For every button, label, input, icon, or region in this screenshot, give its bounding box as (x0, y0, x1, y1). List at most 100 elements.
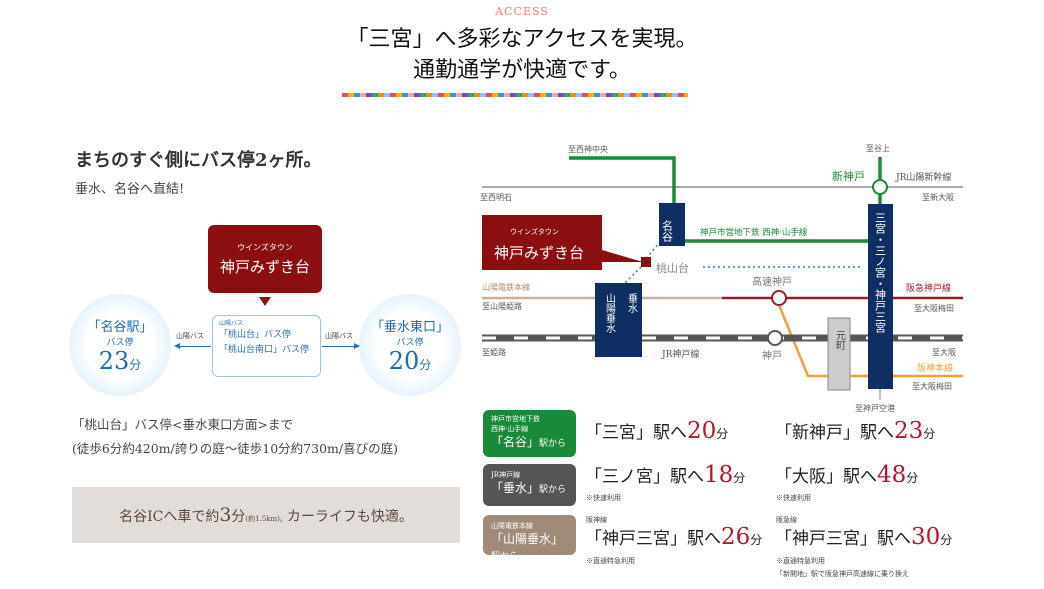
walk-note-2: (徒歩6分約420m/誇りの庭〜徒歩10分約730m/喜びの庭) (72, 441, 398, 456)
route-line: 阪神線 (586, 516, 607, 524)
bus-subheading: 垂水、名谷へ直結! (75, 182, 185, 197)
label-tarumi: 垂水 (626, 293, 638, 313)
dest-min: 30 (911, 524, 941, 550)
map-estate-small: ウインズタウン (510, 227, 559, 236)
left-route-label: 山陽バス (176, 332, 204, 340)
label-kosoku-kobe: 高速神戸 (752, 275, 792, 288)
badge-from: 「山陽垂水」 (491, 532, 564, 546)
badge-line: JR神戸線 (491, 471, 521, 479)
estate-label: ウインズタウン神戸みずき台 (208, 225, 322, 293)
dest-name: 「三ノ宮」駅へ (585, 467, 704, 487)
badge-line: 山陽電鉄本線 (491, 522, 533, 530)
route-note: ※快速利用 (776, 494, 811, 502)
label-to-nishiakashi: 至西明石 (480, 193, 512, 202)
dest-unit: 分 (923, 427, 936, 441)
dest-name: 「三宮」駅へ (585, 423, 687, 443)
label-to-shinosaka: 至新大阪 (922, 192, 954, 202)
badge-line: 神戸市営地下鉄 (491, 415, 540, 423)
dest-minutes: 23 (98, 347, 130, 375)
dest-unit: 分 (733, 471, 746, 485)
route-note: ※直通特急利用 (776, 557, 825, 565)
dest-unit: 分 (906, 471, 919, 485)
stop-2: 「桃山台南口」バス停 (219, 345, 310, 355)
tarumi-station-box (595, 283, 642, 357)
dest-name: 「神戸三宮」駅へ (775, 529, 911, 549)
dest-min: 23 (894, 418, 924, 444)
label-to-seishin: 至西神中央 (568, 144, 608, 154)
badge-line-2: 西神·山手線 (491, 425, 529, 433)
label-momoyamadai: 桃山台 (656, 261, 689, 275)
badge-myodani: 神戸市営地下鉄西神·山手線「名谷」駅から (483, 410, 576, 457)
page-title: 「三宮」へ多彩なアクセスを実現。通勤通学が快適です。 (0, 24, 1044, 86)
dest-kind: バス停 (106, 338, 134, 348)
label-to-umeda-1: 至大阪梅田 (914, 303, 954, 313)
bus-stop-box: 山陽バス「桃山台」バス停「桃山台南口」バス停 (212, 315, 321, 377)
tarumi-higashi-destination: 「垂水東口」 バス停 20分 (359, 294, 461, 396)
section-eyebrow: ACCESS (495, 5, 549, 18)
myodani-destination: 「名谷駅」 バス停 23分 (69, 294, 171, 396)
color-stripe-divider (342, 93, 688, 97)
right-arrow-icon (322, 346, 356, 347)
route-line: 阪急線 (776, 516, 797, 524)
badge-suffix: 駅から (491, 552, 519, 562)
label-hankyu: 阪急神戸線 (906, 282, 951, 294)
label-sanyo: 山陽電鉄本線 (482, 282, 530, 292)
estate-small: ウインズタウン (237, 243, 293, 252)
badge-from: 「名谷」 (491, 435, 540, 449)
label-jr-kobe: JR神戸線 (661, 348, 699, 360)
label-to-airport: 至神戸空港 (855, 403, 895, 413)
label-to-osaka: 至大阪 (932, 347, 956, 357)
walk-dots-tarumi (624, 266, 642, 284)
dest-name: 「大阪」駅へ (775, 467, 877, 487)
dest-unit: 分 (750, 533, 763, 547)
down-triangle-icon (259, 297, 271, 306)
badge-tarumi: JR神戸線「垂水」駅から (483, 464, 576, 506)
route-osaka: 「大阪」駅へ48分 (775, 462, 918, 488)
arrowhead-right-icon (354, 343, 360, 349)
estate-name: 神戸みずき台 (219, 258, 310, 276)
dest-unit: 分 (716, 427, 729, 441)
dest-min: 18 (704, 462, 734, 488)
subway-west-line (569, 156, 676, 205)
car-pre: 名谷ICへ車で約 (119, 509, 220, 525)
label-motomachi: 元町 (834, 330, 846, 350)
map-estate-box (482, 215, 602, 270)
label-sanyo-tarumi: 山陽垂水 (604, 293, 616, 333)
walk-dots-myodani (642, 241, 661, 263)
car-unit: 分 (231, 509, 246, 525)
badge-suffix: 駅から (539, 485, 567, 495)
dest-minutes: 20 (388, 347, 420, 375)
route-note: ※直通特急利用 (586, 557, 635, 565)
stop-company: 山陽バス (219, 320, 244, 327)
car-post: カーライフも快適。 (286, 509, 413, 525)
route-kobe-sannomiya-hanshin: 「神戸三宮」駅へ26分 (585, 524, 762, 550)
shinkobe-station-marker (872, 179, 888, 195)
dest-kind: バス停 (396, 338, 424, 348)
route-shinkobe: 「新神戸」駅へ23分 (775, 418, 935, 444)
route-note-2: 「新開地」駅で阪急神戸高速線に乗り換え (776, 570, 909, 578)
dest-unit: 分 (129, 358, 142, 372)
motomachi-station-box (827, 317, 851, 391)
title-line-1: 「三宮」へ多彩なアクセスを実現。 (346, 27, 698, 52)
arrowhead-left-icon (174, 343, 180, 349)
badge-from: 「垂水」 (491, 481, 540, 495)
label-shinkobe: 新神戸 (832, 169, 865, 183)
route-sannomiya: 「三宮」駅へ20分 (585, 418, 728, 444)
dest-min: 26 (721, 524, 751, 550)
label-hanshin: 阪神本線 (917, 362, 953, 374)
dest-name: 「新神戸」駅へ (775, 423, 894, 443)
walk-note-1: 「桃山台」バス停<垂水東口方面>まで (72, 417, 293, 432)
badge-sanyo-tarumi: 山陽電鉄本線「山陽垂水」駅から (483, 515, 576, 562)
car-minutes: 3 (219, 504, 232, 526)
car-distance: (約1.5km)。 (245, 515, 287, 523)
dest-unit: 分 (940, 533, 953, 547)
sannomiya-station-box (868, 204, 893, 389)
label-subway: 神戸市営地下鉄 西神·山手線 (700, 227, 808, 238)
left-arrow-icon (177, 346, 211, 347)
label-sannomiya: 三宮・三ノ宮・神戸三宮 (874, 212, 887, 334)
label-shinkansen: JR山陽新幹線 (895, 171, 951, 183)
hanshin-line (777, 304, 963, 378)
label-to-umeda-2: 至大阪梅田 (912, 381, 952, 391)
dest-min: 48 (877, 462, 907, 488)
